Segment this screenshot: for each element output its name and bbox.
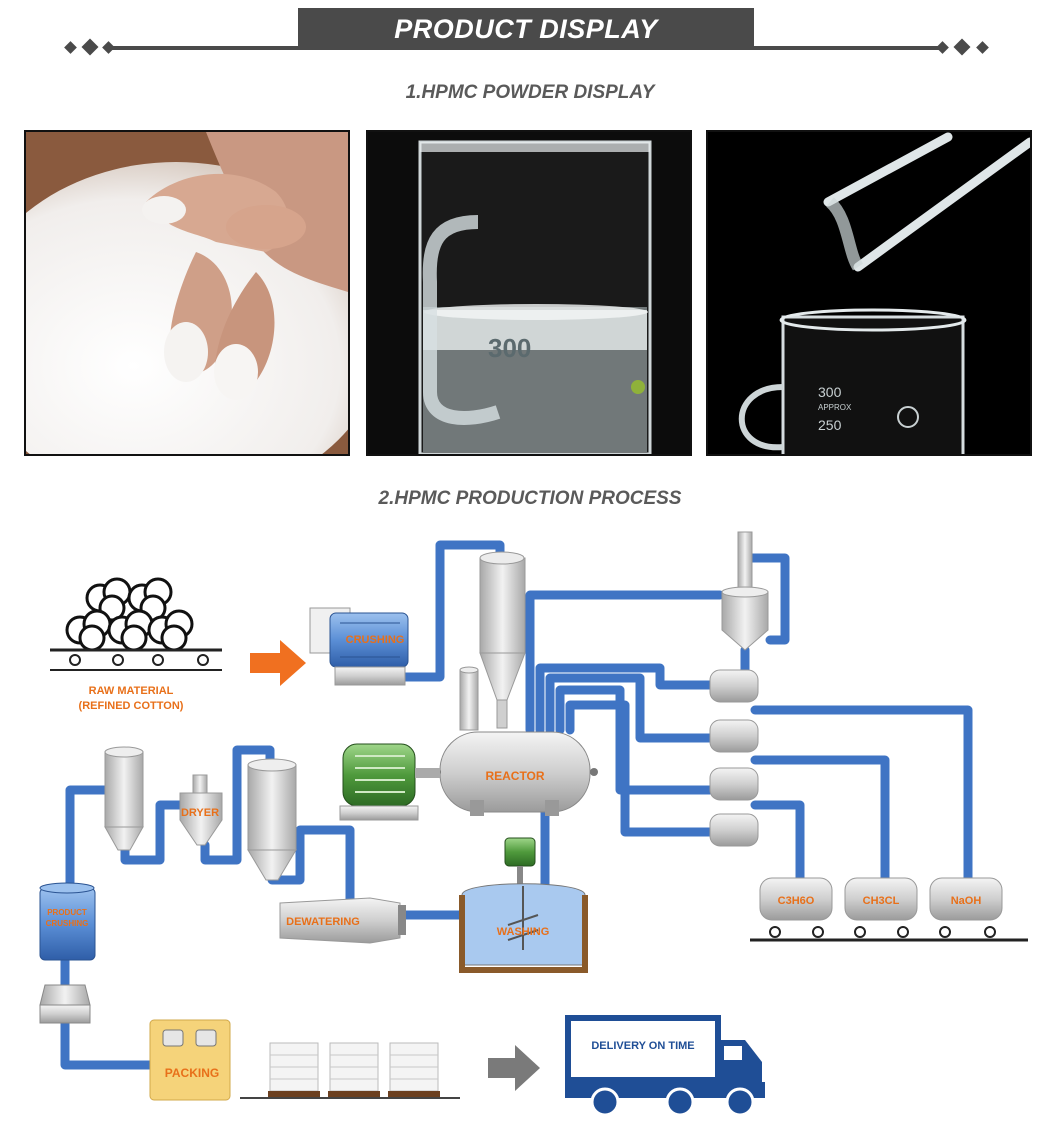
label-tank-c3h6o: C3H6O bbox=[778, 895, 815, 907]
cyclone-separator bbox=[479, 551, 526, 729]
pallets bbox=[268, 1042, 440, 1097]
photo-beaker-dissolving: 300 bbox=[366, 130, 692, 456]
label-product-crushing: CRUSHING bbox=[46, 919, 89, 928]
delivery-truck-icon bbox=[565, 1015, 765, 1117]
ornament-diamond bbox=[81, 38, 99, 56]
washing-tank bbox=[459, 837, 588, 973]
label-refined-cotton: (REFINED COTTON) bbox=[79, 700, 184, 712]
dewatering-machine bbox=[279, 897, 406, 944]
beaker-marking-300: 300 bbox=[818, 384, 842, 400]
label-product: PRODUCT bbox=[47, 908, 87, 917]
header-rule-left bbox=[110, 46, 300, 50]
arrow-right-icon bbox=[250, 640, 306, 686]
label-tank-ch3cl: CH3CL bbox=[863, 895, 900, 907]
cyclone-1 bbox=[104, 746, 144, 851]
label-dryer: DRYER bbox=[181, 807, 219, 819]
page-title: PRODUCT DISPLAY bbox=[298, 8, 754, 50]
beaker-marking: 300 bbox=[488, 333, 531, 363]
grinder bbox=[39, 984, 91, 1024]
label-washing: WASHING bbox=[497, 926, 550, 938]
label-dewatering: DEWATERING bbox=[286, 916, 360, 928]
label-crushing: CRUSHING bbox=[346, 634, 405, 646]
ornament-diamond bbox=[102, 41, 115, 54]
beaker-marking-250: 250 bbox=[818, 417, 842, 433]
label-delivery: DELIVERY ON TIME bbox=[591, 1040, 694, 1052]
crushing-machine bbox=[309, 607, 409, 686]
reactor-vessel bbox=[433, 666, 598, 816]
label-tank-naoh: NaOH bbox=[951, 895, 982, 907]
label-reactor: REACTOR bbox=[485, 769, 544, 783]
arrow-right-grey-icon bbox=[488, 1045, 540, 1091]
ornament-diamond bbox=[936, 41, 949, 54]
pipes bbox=[60, 540, 973, 1070]
section-title-process: 2.HPMC PRODUCTION PROCESS bbox=[378, 488, 682, 509]
product-crushing-drum bbox=[39, 882, 96, 961]
label-packing: PACKING bbox=[165, 1066, 219, 1080]
feed-tanks bbox=[750, 877, 1028, 942]
section-title-powder: 1.HPMC POWDER DISPLAY bbox=[405, 82, 655, 103]
packing-machine bbox=[149, 1019, 231, 1101]
cotton-icon bbox=[65, 577, 194, 652]
motor bbox=[339, 743, 440, 821]
ornament-diamond bbox=[976, 41, 989, 54]
photo-gel-rod: 300 APPROX 250 bbox=[706, 130, 1032, 456]
small-tanks bbox=[709, 669, 759, 847]
conveyor-raw bbox=[50, 648, 222, 671]
ornament-diamond bbox=[64, 41, 77, 54]
header-rule-right bbox=[752, 46, 942, 50]
ornament-diamond bbox=[953, 38, 971, 56]
photo-powder-fingers bbox=[24, 130, 350, 456]
beaker-marking-approx: APPROX bbox=[818, 403, 852, 412]
production-process-diagram: RAW MATERIAL (REFINED COTTON) CRUSHING R… bbox=[39, 531, 1028, 1117]
distillation-column bbox=[721, 531, 769, 651]
label-raw-material: RAW MATERIAL bbox=[89, 685, 174, 697]
dryer bbox=[179, 774, 223, 846]
cyclone-2 bbox=[247, 758, 297, 881]
